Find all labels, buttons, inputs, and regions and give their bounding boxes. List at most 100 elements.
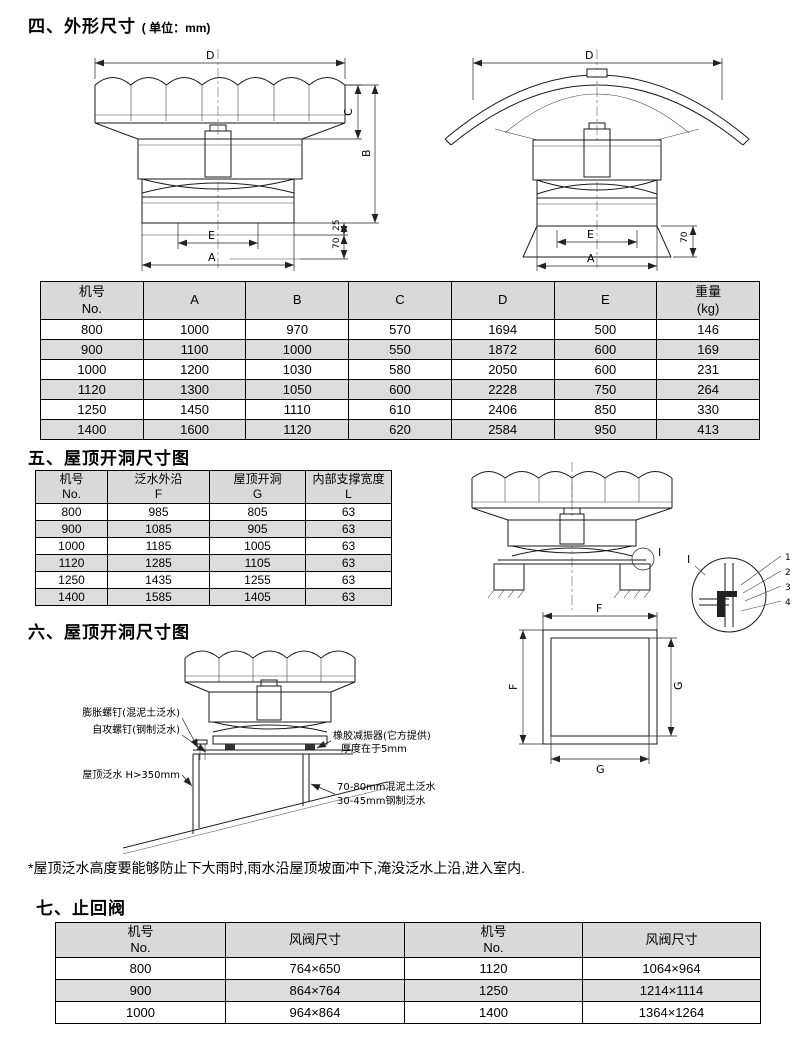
callout-3: 3 — [785, 583, 791, 593]
section-7-title: 七、止回阀 — [36, 894, 126, 919]
callout-2: 2 — [785, 568, 791, 578]
table-cell: 63 — [305, 571, 392, 589]
damper-thickness-label: 厚度在于5mm — [341, 742, 407, 755]
column-header: D — [450, 281, 555, 320]
ridged-cap — [471, 471, 673, 521]
ridged-cap — [184, 650, 356, 693]
steel-flashing-label: 30-45mm钢制泛水 — [337, 794, 426, 807]
table-cell: 1364×1264 — [582, 1001, 761, 1024]
outer-flashing-square — [542, 629, 658, 745]
table-cell: 1400 — [35, 588, 108, 606]
table-cell: 1050 — [245, 379, 350, 400]
table-cell: 570 — [348, 319, 452, 340]
right-wall — [619, 563, 651, 591]
table-cell: 805 — [209, 503, 306, 521]
table-cell: 600 — [553, 359, 658, 380]
table-cell: 1450 — [142, 399, 247, 420]
table-cell: 1285 — [107, 554, 210, 572]
expansion-screw-label: 膨胀螺钉(混泥土泛水) — [82, 706, 180, 719]
dim-label-g: G — [672, 681, 685, 690]
column-header: B — [245, 281, 350, 320]
table-cell: 1120 — [35, 554, 108, 572]
flashing-note: *屋顶泛水高度要能够防止下大雨时,雨水沿屋顶坡面冲下,淹没泛水上沿,进入室内. — [28, 860, 526, 876]
table-cell: 1214×1114 — [582, 979, 761, 1002]
table-cell: 1000 — [40, 359, 144, 380]
opening-table-header: 机号 No. 泛水外沿 F 屋顶开洞 G 内部支撑宽度 L — [35, 470, 392, 504]
dim-label-25: 25 — [332, 220, 342, 231]
table-cell: 1400 — [404, 1001, 583, 1024]
table-cell: 1250 — [40, 399, 144, 420]
right-fan-drawing: D — [444, 49, 750, 271]
table-cell: 610 — [348, 399, 452, 420]
table-cell: 900 — [35, 520, 108, 538]
column-header: A — [142, 281, 247, 320]
roof-opening-walls — [487, 563, 651, 599]
impeller — [511, 545, 633, 554]
detail-view-drawing: I 1 2 3 4 — [687, 553, 791, 633]
table-cell: 1255 — [209, 571, 306, 589]
table-cell: 864×764 — [225, 979, 405, 1002]
column-header: 内部支撑宽度 L — [305, 470, 392, 504]
table-cell: 1435 — [107, 571, 210, 589]
table-cell: 600 — [348, 379, 452, 400]
curved-hat — [444, 68, 750, 146]
table-cell: 900 — [55, 979, 226, 1002]
table-cell: 63 — [305, 588, 392, 606]
dim-label-e: E — [587, 228, 594, 241]
motor — [559, 513, 585, 545]
dim-e: E — [177, 223, 259, 249]
roof-section-drawing: I — [471, 462, 673, 610]
fan-body — [498, 507, 646, 565]
detail-marker: I — [631, 546, 661, 571]
dim-a: A — [141, 223, 295, 271]
column-header: 风阀尺寸 — [225, 922, 405, 958]
table-cell: 1000 — [245, 339, 350, 360]
fan-body — [522, 122, 672, 258]
table-cell: 764×650 — [225, 957, 405, 980]
column-header: 屋顶开洞 G — [209, 470, 306, 504]
table-cell: 800 — [40, 319, 144, 340]
table-cell: 1400 — [40, 419, 144, 440]
dim-label-a: A — [208, 251, 216, 264]
dim-label-a: A — [587, 252, 595, 265]
table-cell: 500 — [553, 319, 658, 340]
detail-mark-label: I — [658, 546, 661, 559]
roof-opening-square — [550, 637, 650, 737]
table-cell: 985 — [107, 503, 210, 521]
dim-c: C — [302, 84, 362, 140]
table-cell: 1872 — [450, 339, 555, 360]
table-cell: 1300 — [142, 379, 247, 400]
table-cell: 1694 — [450, 319, 555, 340]
table-cell: 1200 — [142, 359, 247, 380]
table-cell: 63 — [305, 503, 392, 521]
section-7-heading: 七、止回阀 — [36, 899, 126, 918]
impeller — [141, 178, 295, 190]
table-cell: 1405 — [209, 588, 306, 606]
table-cell: 1000 — [142, 319, 247, 340]
dim-g-right: G — [649, 637, 685, 737]
section-4-unit: ( 单位：mm) — [141, 21, 211, 35]
table-cell: 2050 — [450, 359, 555, 380]
dim-label-70: 70 — [680, 231, 690, 243]
rubber-damper-block — [225, 744, 235, 750]
opening-plan-drawing: F F G G — [507, 602, 685, 776]
impeller — [212, 721, 328, 730]
table-cell: 750 — [553, 379, 658, 400]
table-cell: 600 — [553, 339, 658, 360]
column-header: 机号 No. — [40, 281, 144, 320]
column-header: E — [553, 281, 658, 320]
dim-70: 70 — [661, 225, 697, 258]
column-header: 机号 No. — [404, 922, 583, 958]
rubber-damper-label: 橡胶减振器(它方提供) — [333, 729, 431, 742]
hat-apex-cap — [586, 68, 608, 78]
